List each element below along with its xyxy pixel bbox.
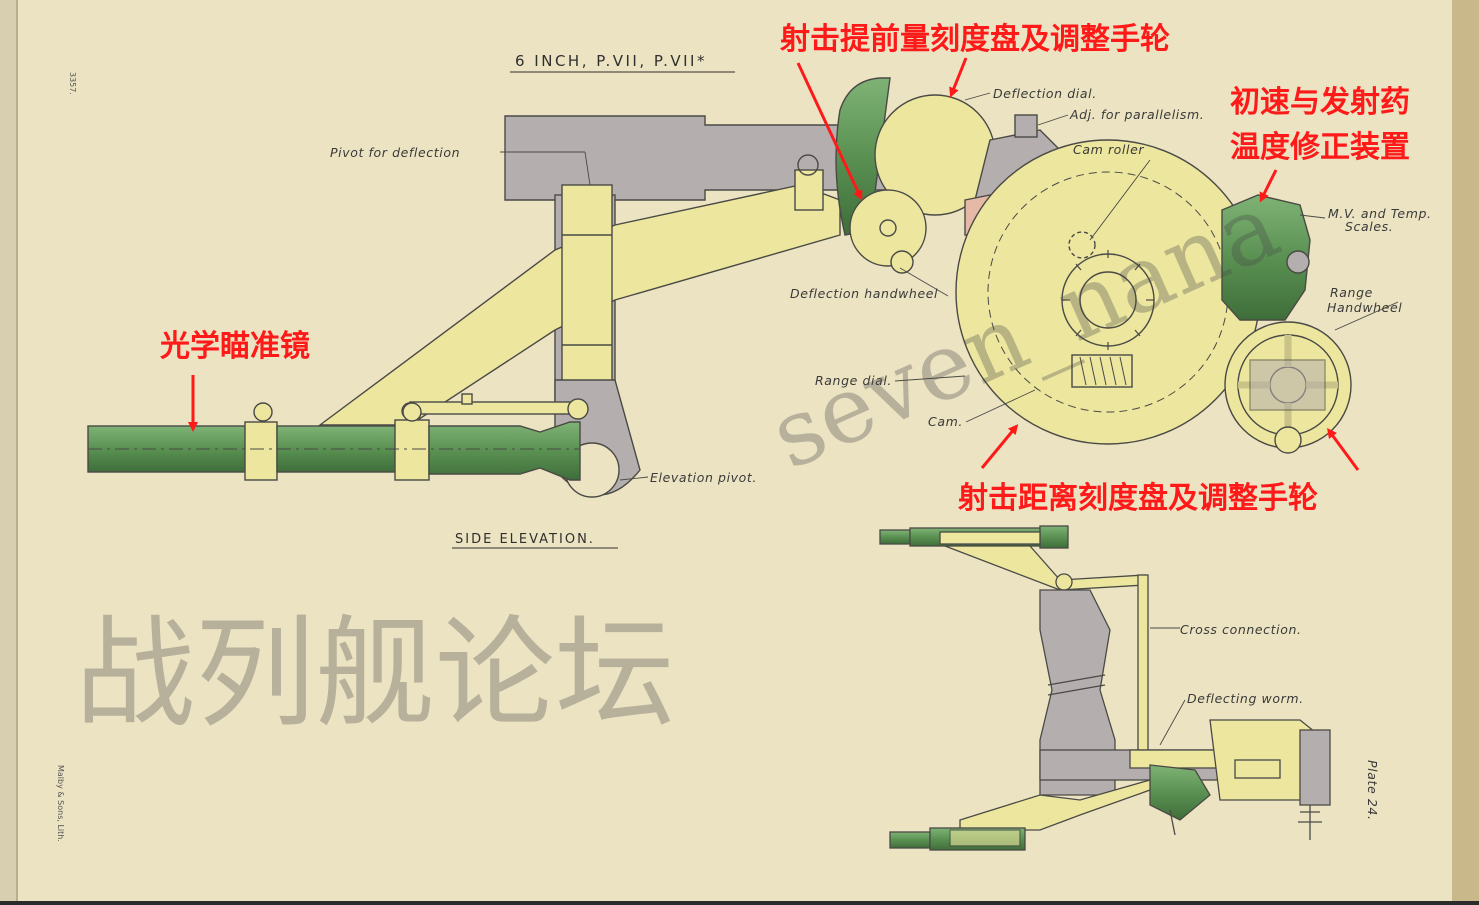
side-elevation-label: SIDE ELEVATION. <box>455 532 595 547</box>
leader-lines <box>500 92 1399 746</box>
range-handwheel-label-2: Handwheel <box>1327 300 1402 315</box>
corner-code: 3357. <box>68 72 77 95</box>
range-dial-label: Range dial. <box>815 373 892 388</box>
deflecting-worm-label: Deflecting worm. <box>1187 691 1304 706</box>
deflection-dial-annotation: 射击提前量刻度盘及调整手轮 <box>780 22 1170 57</box>
elevation-pivot-label: Elevation pivot. <box>650 470 757 485</box>
mv-temp-annotation-2: 温度修正装置 <box>1230 130 1410 165</box>
printer-credit: Malby & Sons, Lith. <box>56 765 65 842</box>
right-page-edge <box>1452 0 1479 901</box>
plan-view-drawing <box>879 525 1331 851</box>
range-handwheel-label: Range <box>1330 285 1373 300</box>
cross-connection-label: Cross connection. <box>1180 622 1302 637</box>
left-page-edge <box>0 0 16 901</box>
mv-temp-scales-label-2: Scales. <box>1345 219 1393 234</box>
mv-temp-scales-label: M.V. and Temp. <box>1328 206 1432 221</box>
plate-number: Plate 24. <box>1365 760 1380 821</box>
telescope-annotation: 光学瞄准镜 <box>160 329 310 364</box>
plate-title: 6 INCH, P.VII, P.VII* <box>515 52 707 70</box>
range-dial-annotation: 射击距离刻度盘及调整手轮 <box>958 481 1318 516</box>
pivot-for-deflection-label: Pivot for deflection <box>330 145 460 160</box>
watermark-cjk: 战列舰论坛 <box>75 605 675 744</box>
cam-label: Cam. <box>928 414 963 429</box>
adj-parallelism-label: Adj. for parallelism. <box>1069 107 1204 122</box>
deflection-handwheel-label: Deflection handwheel <box>790 286 938 301</box>
deflection-dial-label: Deflection dial. <box>993 86 1097 101</box>
cam-roller-label: Cam roller <box>1073 142 1144 157</box>
mv-temp-annotation-1: 初速与发射药 <box>1230 85 1410 120</box>
red-annotation-arrows <box>188 57 1360 471</box>
side-elevation-drawing <box>87 77 1352 498</box>
